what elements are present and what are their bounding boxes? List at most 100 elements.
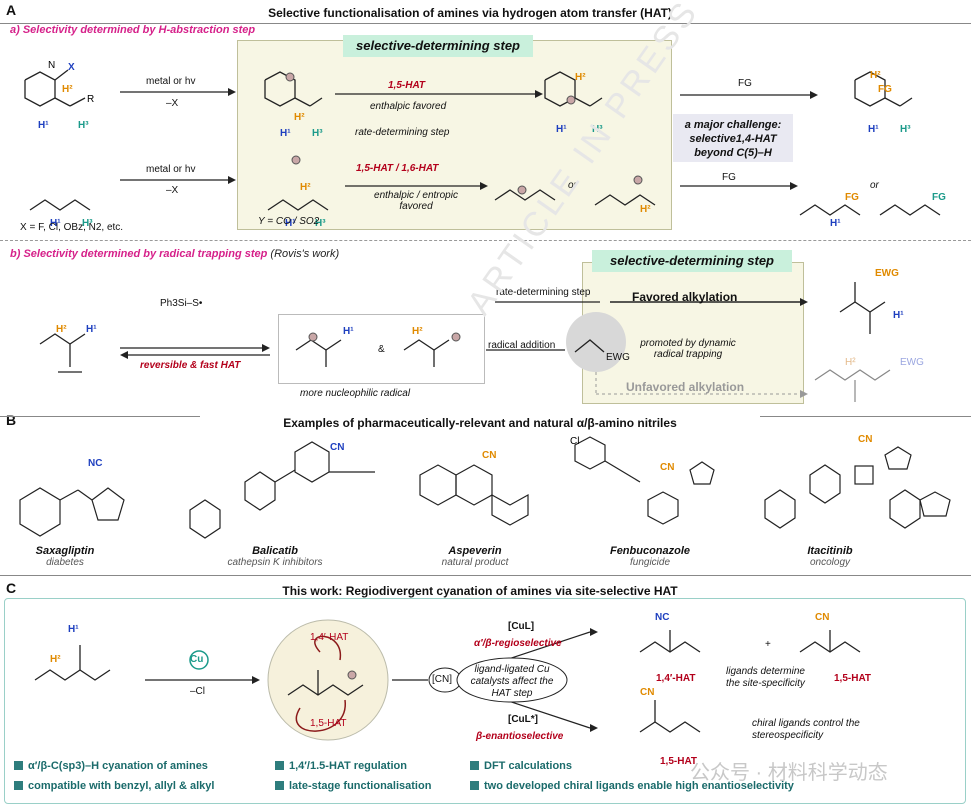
section-b-structures: NC CN CN CN CN Cl bbox=[19, 434, 951, 539]
svg-text:H³: H³ bbox=[592, 124, 603, 135]
c-prod15b: 1,5-HAT bbox=[660, 756, 698, 767]
section-a-sub: a) Selectivity determined by H-abstracti… bbox=[10, 24, 256, 36]
section-a-rule bbox=[0, 23, 971, 24]
svg-text:H¹: H¹ bbox=[280, 128, 291, 139]
c-regio: α′/β-regioselective bbox=[474, 638, 562, 649]
c-bullet-5-text: late-stage functionalisation bbox=[289, 780, 432, 792]
svg-text:H²: H² bbox=[56, 324, 67, 335]
drug-fenbuconazole-name: Fenbuconazole bbox=[609, 545, 691, 557]
c-prod14: 1,4′-HAT bbox=[656, 673, 696, 684]
svg-text:H¹: H¹ bbox=[86, 324, 97, 335]
c-hat15: 1,5-HAT bbox=[310, 718, 347, 729]
drug-fenbuconazole: Fenbuconazole fungicide bbox=[595, 545, 705, 568]
c-bullet-4-text: compatible with benzyl, allyl & alkyl bbox=[28, 780, 215, 792]
c-cn: [CN] bbox=[432, 674, 452, 685]
rovis-scheme-svg: H² H¹ H¹ H² EWG H¹ H² EWG bbox=[39, 268, 924, 402]
svg-text:Cl: Cl bbox=[570, 436, 579, 447]
rovis-radical-box bbox=[278, 314, 485, 384]
svg-text:H²: H² bbox=[870, 70, 881, 81]
svg-text:R: R bbox=[87, 94, 94, 105]
a-hat15: 1,5-HAT bbox=[388, 80, 426, 91]
svg-text:H³: H³ bbox=[312, 128, 323, 139]
c-bullet-5: late-stage functionalisation bbox=[275, 780, 431, 792]
c-bullet-6-text: two developed chiral ligands enable high… bbox=[484, 780, 794, 792]
section-c-title: This work: Regiodivergent cyanation of a… bbox=[282, 584, 678, 598]
svg-text:FG: FG bbox=[932, 192, 946, 203]
c-hat14: 1,4′-HAT bbox=[310, 632, 349, 643]
c-bullet-1-text: α′/β-C(sp3)–H cyanation of amines bbox=[28, 760, 208, 772]
section-a-letter: A bbox=[6, 2, 17, 18]
svg-text:CN: CN bbox=[330, 442, 344, 453]
rovis-banner: selective-determining step bbox=[592, 250, 792, 272]
svg-text:H¹: H¹ bbox=[556, 124, 567, 135]
rovis-promoted: promoted by dynamic radical trapping bbox=[640, 338, 736, 360]
c-minus-cl: –Cl bbox=[190, 686, 206, 697]
c-chiral-stereo: chiral ligands control the stereospecifi… bbox=[752, 718, 860, 741]
section-b-letter: B bbox=[6, 412, 17, 428]
svg-text:H¹: H¹ bbox=[285, 218, 296, 229]
svg-text:H¹: H¹ bbox=[50, 218, 61, 229]
a-hat1516: 1,5-HAT / 1,6-HAT bbox=[356, 163, 439, 174]
a-or-1: or bbox=[568, 180, 577, 191]
section-a-title: Selective functionalisation of amines vi… bbox=[268, 6, 672, 20]
bullet-square-icon bbox=[14, 781, 23, 790]
c-prod15: 1,5-HAT bbox=[834, 673, 872, 684]
a-b-divider bbox=[0, 240, 971, 241]
cu-cycle-icon bbox=[189, 650, 209, 670]
c-bullet-2: 1,4′/1.5-HAT regulation bbox=[275, 760, 407, 772]
bullet-square-icon bbox=[470, 781, 479, 790]
svg-text:H³: H³ bbox=[78, 120, 89, 131]
svg-text:EWG: EWG bbox=[900, 357, 924, 368]
bullet-square-icon bbox=[470, 761, 479, 770]
svg-text:X: X bbox=[68, 62, 75, 73]
c-cul: [CuL] bbox=[508, 621, 535, 632]
rovis-reagent: Ph3Si–S• bbox=[160, 298, 203, 309]
c-bullet-3: DFT calculations bbox=[470, 760, 572, 772]
svg-text:FG: FG bbox=[878, 84, 892, 95]
a-fg-2: FG bbox=[722, 172, 736, 183]
rovis-sub: b) Selectivity determined by radical tra… bbox=[10, 248, 339, 260]
drug-itacitinib: Itacitinib oncology bbox=[775, 545, 885, 568]
drug-aspeverin-note: natural product bbox=[441, 557, 509, 568]
a-metal-hv-2: metal or hv bbox=[146, 164, 196, 175]
a-selective-panel bbox=[237, 40, 672, 230]
rovis-rds: rate-determining step bbox=[496, 287, 591, 298]
c-bullet-4: compatible with benzyl, allyl & alkyl bbox=[14, 780, 214, 792]
c-cul-star: [CuL*] bbox=[508, 714, 538, 725]
rovis-amp: & bbox=[378, 344, 385, 355]
a-challenge-box: a major challenge: selective1,4-HAT beyo… bbox=[673, 114, 793, 162]
svg-text:CN: CN bbox=[482, 450, 496, 461]
svg-text:NC: NC bbox=[655, 612, 669, 623]
watermark-text: 公众号 · 材料科学动态 bbox=[690, 762, 888, 784]
a-enth-entropic: enthalpic / entropic favored bbox=[374, 190, 458, 212]
c-bullet-2-text: 1,4′/1.5-HAT regulation bbox=[289, 760, 407, 772]
drug-saxagliptin: Saxagliptin diabetes bbox=[10, 545, 120, 568]
a-minus-x-1: –X bbox=[166, 98, 179, 109]
section-b-title: Examples of pharmaceutically-relevant an… bbox=[200, 416, 760, 430]
svg-text:CN: CN bbox=[660, 462, 674, 473]
bullet-square-icon bbox=[275, 761, 284, 770]
c-plus: + bbox=[765, 639, 771, 650]
a-fg-1: FG bbox=[738, 78, 752, 89]
svg-text:H³: H³ bbox=[82, 218, 93, 229]
rovis-reversible: reversible & fast HAT bbox=[140, 360, 241, 371]
svg-text:CN: CN bbox=[858, 434, 872, 445]
rovis-nucleophilic: more nucleophilic radical bbox=[300, 388, 411, 399]
drug-fenbuconazole-note: fungicide bbox=[629, 557, 671, 568]
svg-text:H¹: H¹ bbox=[893, 310, 904, 321]
a-scheme-svg: N X R H¹ H³ H² H² H¹ H³ H² H¹ H³ H² FG H… bbox=[24, 60, 946, 229]
rovis-unfavored: Unfavored alkylation bbox=[626, 380, 745, 394]
drug-itacitinib-note: oncology bbox=[809, 557, 851, 568]
c-cu-label: Cu bbox=[190, 654, 204, 665]
drug-balicatib-note: cathepsin K inhibitors bbox=[227, 557, 323, 568]
a-or-2: or bbox=[870, 180, 879, 191]
section-c-scheme: H² H¹ NC CN CN bbox=[34, 612, 861, 741]
rovis-sub-note: (Rovis's work) bbox=[270, 248, 340, 260]
c-bullet-1: α′/β-C(sp3)–H cyanation of amines bbox=[14, 760, 208, 772]
svg-text:H¹: H¹ bbox=[343, 326, 354, 337]
drug-saxagliptin-name: Saxagliptin bbox=[35, 545, 95, 557]
a-selective-banner: selective-determining step bbox=[343, 35, 533, 57]
svg-text:H¹: H¹ bbox=[868, 124, 879, 135]
c-bullet-6: two developed chiral ligands enable high… bbox=[470, 780, 794, 792]
svg-text:H¹: H¹ bbox=[68, 624, 79, 635]
